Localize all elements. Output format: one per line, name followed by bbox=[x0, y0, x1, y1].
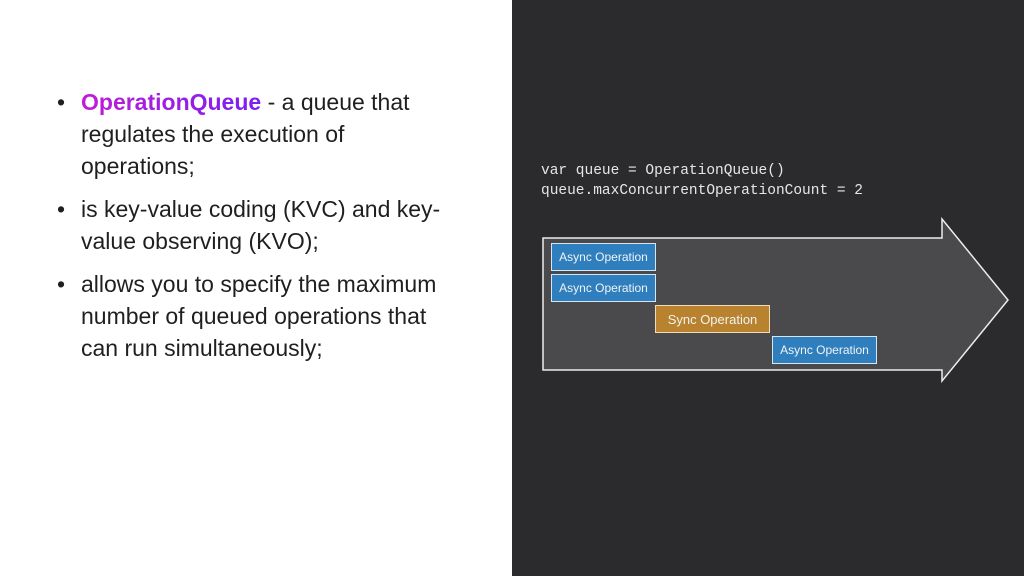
bullet-text: allows you to specify the maximum number… bbox=[81, 271, 437, 361]
sync-operation: Sync Operation bbox=[655, 305, 770, 333]
async-operation-1: Async Operation bbox=[551, 243, 656, 271]
bullet-item-operationqueue: • OperationQueue - a queue that regulate… bbox=[57, 86, 457, 182]
bullet-item-kvc-kvo: • is key-value coding (KVC) and key-valu… bbox=[57, 193, 457, 257]
bullet-dot: • bbox=[57, 196, 66, 222]
operation-label: Sync Operation bbox=[667, 311, 758, 327]
bullet-text: is key-value coding (KVC) and key-value … bbox=[81, 196, 441, 254]
queue-arrow-shape bbox=[542, 216, 1009, 384]
operation-label: Async Operation bbox=[559, 281, 648, 295]
queue-arrow bbox=[542, 216, 1009, 384]
code-line-1: var queue = OperationQueue() bbox=[541, 163, 785, 179]
bullet-dot: • bbox=[57, 89, 66, 115]
code-snippet: var queue = OperationQueue() queue.maxCon… bbox=[541, 161, 863, 201]
async-operation-3: Async Operation bbox=[772, 336, 877, 364]
bullet-list: • OperationQueue - a queue that regulate… bbox=[57, 86, 457, 375]
bullet-dot: • bbox=[57, 271, 66, 297]
operation-label: Async Operation bbox=[559, 250, 648, 264]
async-operation-2: Async Operation bbox=[551, 274, 656, 302]
code-line-2: queue.maxConcurrentOperationCount = 2 bbox=[541, 183, 863, 199]
text-panel: • OperationQueue - a queue that regulate… bbox=[57, 86, 457, 375]
operationqueue-highlight: OperationQueue bbox=[81, 89, 262, 115]
bullet-text: - a queue that regulates the execution o… bbox=[81, 89, 410, 179]
operation-label: Async Operation bbox=[780, 343, 869, 357]
bullet-item-max-concurrent: • allows you to specify the maximum numb… bbox=[57, 268, 457, 364]
